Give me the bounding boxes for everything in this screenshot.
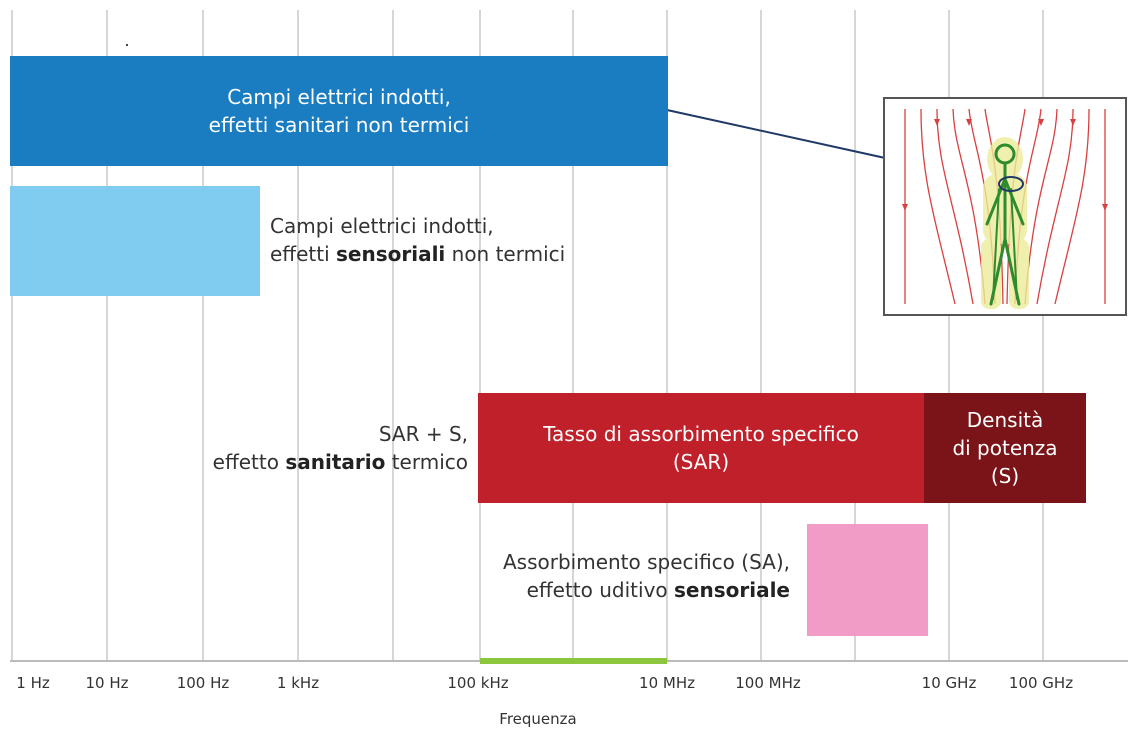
band-induced-health: Campi elettrici indotti, effetti sanitar… — [10, 56, 668, 166]
field-line — [1036, 108, 1074, 305]
tick-1hz: 1 Hz — [16, 674, 50, 692]
field-line — [1054, 108, 1090, 305]
label-sar-s-line2: effetto sanitario termico — [213, 448, 468, 476]
band-sar-line1: Tasso di assorbimento specifico — [543, 422, 859, 446]
label-sar-s-line1: SAR + S, — [378, 422, 468, 446]
tick-10mhz: 10 MHz — [639, 674, 695, 692]
arrow-marker — [902, 204, 908, 211]
label-sensory-post: non termici — [445, 242, 566, 266]
arrow-marker — [1102, 204, 1108, 211]
label-sar-s-bold: sanitario — [285, 450, 386, 474]
band-power-density-line1: Densità — [966, 408, 1044, 432]
label-sar-s-pre: effetto — [212, 450, 286, 474]
body-arm — [1003, 177, 1025, 226]
label-induced-sensory-line2: effetti sensoriali non termici — [270, 240, 565, 268]
tick-100mhz: 100 MHz — [735, 674, 801, 692]
x-axis-label: Frequenza — [499, 710, 577, 728]
label-sa: Assorbimento specifico (SA), effetto udi… — [503, 548, 790, 604]
band-induced-sensory — [10, 186, 260, 296]
label-sa-line2: effetto uditivo sensoriale — [503, 576, 790, 604]
band-sa — [807, 524, 928, 636]
dot-mark — [126, 44, 128, 46]
tick-1khz: 1 kHz — [276, 674, 320, 692]
band-sar-line2: (SAR) — [672, 450, 730, 474]
tick-100ghz: 100 GHz — [1008, 674, 1074, 692]
body-inner — [1010, 188, 1018, 300]
arrow-marker — [1038, 119, 1044, 126]
arrow-marker — [934, 119, 940, 126]
inset-illustration — [883, 97, 1127, 316]
body-halo — [987, 137, 1023, 181]
highlight-circle — [998, 176, 1024, 192]
arrow-marker — [1070, 119, 1076, 126]
label-sa-line1: Assorbimento specifico (SA), — [502, 550, 790, 574]
field-lines-figure — [902, 108, 1108, 309]
arrow-marker — [966, 119, 972, 126]
label-sa-bold: sensoriale — [674, 578, 790, 602]
field-line — [920, 108, 956, 305]
label-induced-sensory: Campi elettrici indotti, effetti sensori… — [270, 212, 565, 268]
label-sensory-bold: sensoriali — [336, 242, 446, 266]
label-sensory-pre: effetti — [270, 242, 336, 266]
tick-10ghz: 10 GHz — [921, 674, 977, 692]
band-power-density-line2: di potenza — [952, 436, 1058, 460]
tick-100khz: 100 kHz — [447, 674, 509, 692]
band-power-density-line3: (S) — [990, 464, 1020, 488]
label-sar-s-post: termico — [385, 450, 468, 474]
body-inner — [992, 188, 1000, 300]
label-sar-s: SAR + S, effetto sanitario termico — [213, 420, 468, 476]
field-line — [1024, 108, 1058, 305]
band-power-density: Densità di potenza (S) — [924, 393, 1086, 503]
band-sar: Tasso di assorbimento specifico (SAR) — [478, 393, 924, 503]
tick-100hz: 100 Hz — [176, 674, 230, 692]
label-induced-sensory-line1: Campi elettrici indotti, — [270, 214, 494, 238]
body-arm — [985, 177, 1007, 226]
band-induced-health-line1: Campi elettrici indotti, — [227, 85, 451, 109]
label-sa-pre: effetto uditivo — [526, 578, 674, 602]
band-induced-health-line2: effetti sanitari non termici — [208, 113, 470, 137]
field-line — [936, 108, 974, 305]
tick-10hz: 10 Hz — [85, 674, 129, 692]
field-line — [952, 108, 986, 305]
